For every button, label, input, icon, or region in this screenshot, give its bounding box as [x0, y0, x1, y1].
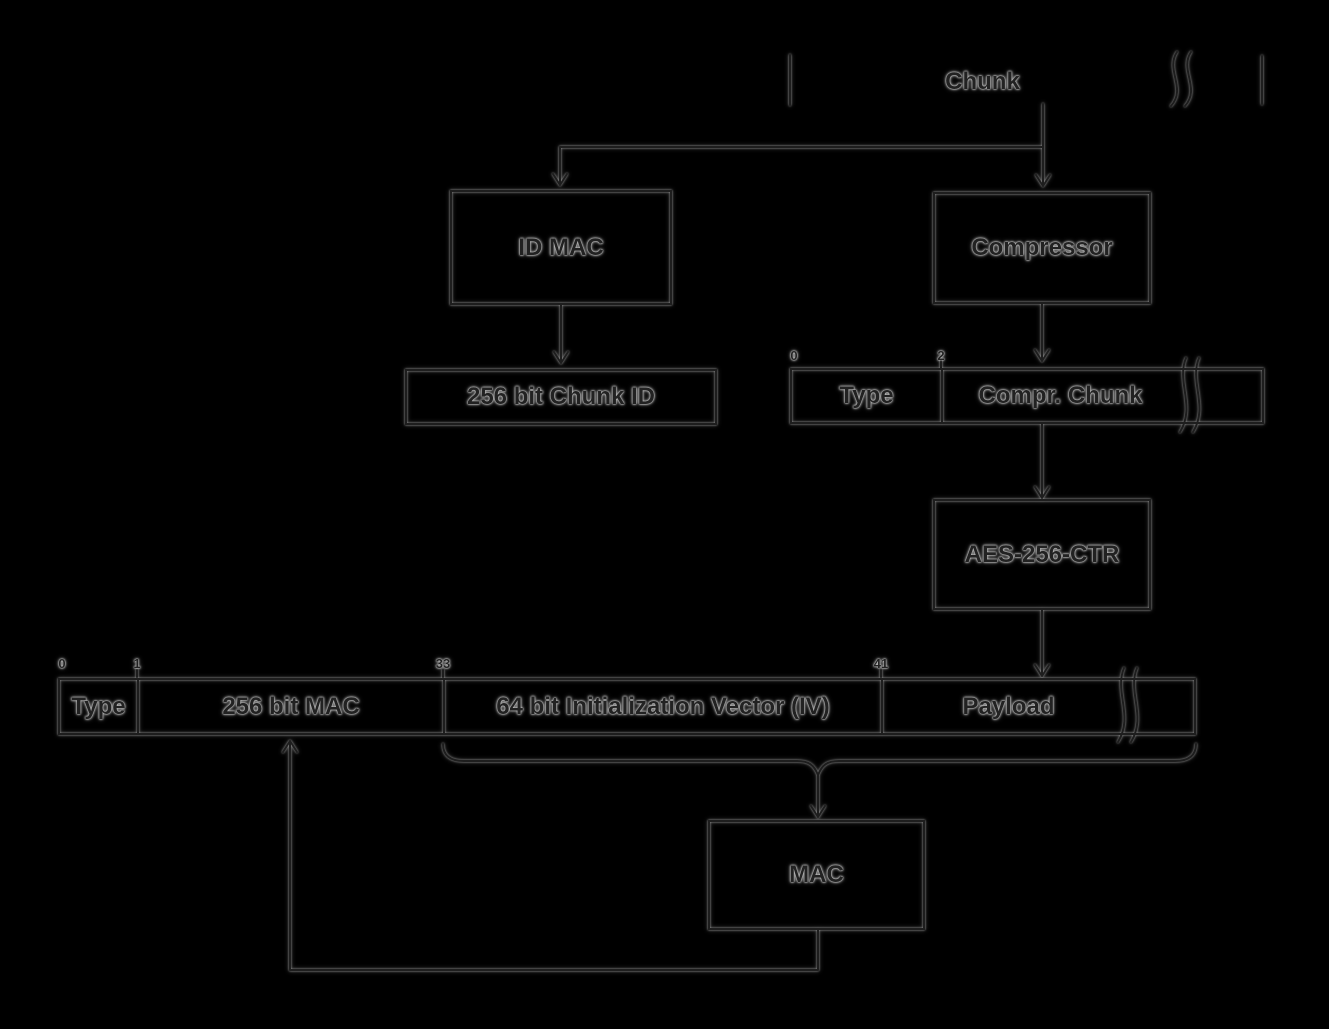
id-mac-node: ID MAC	[450, 190, 672, 305]
frame-type-label: Type	[71, 692, 126, 720]
mac-feedback-line	[289, 741, 819, 971]
brace	[442, 743, 1197, 776]
frame-iv-field: 64 bit Initialization Vector (IV)	[445, 680, 881, 733]
frame-offset-label-41: 41	[873, 656, 889, 671]
frame-iv-label: 64 bit Initialization Vector (IV)	[496, 692, 830, 720]
compressed-type-field: Type	[792, 370, 941, 422]
compressed-offset-label-0: 0	[790, 348, 798, 363]
frame-payload-label: Payload	[962, 692, 1055, 720]
compressed-chunk-label: Compr. Chunk	[978, 382, 1143, 409]
arrowhead-into-compressor	[1035, 174, 1051, 187]
frame-offset-label-0: 0	[58, 656, 66, 671]
field-divider	[443, 680, 445, 733]
arrowhead-into-frame	[1034, 664, 1050, 677]
arrowhead-into-mac	[810, 805, 826, 818]
frame-mac-label: 256 bit MAC	[222, 692, 360, 720]
arrowhead-into-aes	[1034, 486, 1050, 499]
compressor-node: Compressor	[933, 192, 1151, 304]
field-divider	[137, 680, 139, 733]
mac-label: MAC	[789, 861, 844, 888]
frame-offset-label-1: 1	[133, 656, 141, 671]
arrowhead-into-256-mac	[282, 740, 298, 753]
stream-break-mark	[1170, 51, 1192, 107]
branch-line	[559, 146, 1044, 185]
id-mac-label: ID MAC	[518, 233, 604, 261]
mac-node: MAC	[708, 820, 925, 930]
chunk-id-node: 256 bit Chunk ID	[405, 369, 717, 425]
aes-label: AES-256-CTR	[964, 540, 1120, 568]
chunk-id-label: 256 bit Chunk ID	[466, 383, 656, 410]
field-divider	[941, 370, 943, 422]
stream-chunk-label: Chunk	[945, 68, 1020, 95]
compressed-packet: Type Compr. Chunk	[790, 368, 1264, 424]
frame-type-field: Type	[60, 680, 137, 733]
compressed-chunk-field: Compr. Chunk	[943, 370, 1262, 422]
field-divider	[881, 680, 883, 733]
compressor-label: Compressor	[971, 234, 1113, 261]
aes-node: AES-256-CTR	[933, 499, 1151, 610]
arrowhead-into-chunk-id	[553, 351, 569, 364]
arrowhead-into-id-mac	[552, 173, 568, 186]
frame-offset-ticks	[136, 669, 882, 678]
frame-mac-field: 256 bit MAC	[139, 680, 443, 733]
compressed-type-label: Type	[839, 382, 894, 409]
compressed-break-mark	[1179, 357, 1201, 433]
compressed-offset-label-2: 2	[937, 348, 945, 363]
frame-offset-label-33: 33	[435, 656, 451, 671]
frame-payload-field: Payload	[883, 680, 1194, 733]
arrowhead-into-packet	[1034, 349, 1050, 362]
encrypted-frame: Type 256 bit MAC 64 bit Initialization V…	[58, 678, 1196, 735]
